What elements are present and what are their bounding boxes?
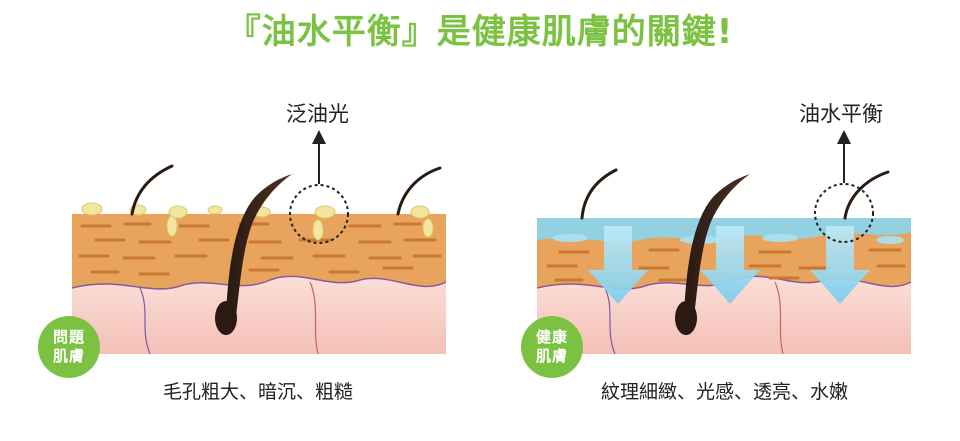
left-cell-pattern — [78, 222, 442, 276]
page-title: 『油水平衡』是健康肌膚的關鍵! — [226, 12, 734, 52]
left-oil-droplets — [81, 202, 434, 241]
right-water-arrows — [588, 226, 870, 304]
left-epidermis — [72, 214, 446, 289]
left-hair-small-2 — [396, 166, 442, 216]
problem-skin-badge-line2: 肌膚 — [52, 347, 85, 365]
healthy-skin-badge-line1: 健康 — [535, 328, 568, 346]
right-skin-panel — [536, 130, 912, 355]
right-callout-circle — [814, 183, 874, 243]
right-hair-large — [684, 174, 750, 316]
left-hair-large — [226, 174, 292, 316]
left-hair-bulb — [215, 301, 237, 335]
right-hair-small-1 — [580, 168, 618, 220]
left-hair-small-1 — [130, 164, 174, 216]
left-skin-panel — [71, 130, 447, 355]
problem-skin-badge: 問題 肌膚 — [38, 316, 100, 378]
healthy-skin-badge-line2: 肌膚 — [535, 347, 568, 365]
left-callout-circle — [289, 184, 349, 244]
left-boundary — [71, 275, 447, 290]
left-callout-label: 泛油光 — [286, 102, 349, 126]
healthy-skin-badge: 健康 肌膚 — [521, 316, 583, 378]
right-caption: 紋理細緻、光感、透亮、水嫩 — [601, 381, 849, 403]
left-caption: 毛孔粗大、暗沉、粗糙 — [163, 381, 354, 403]
right-cell-pattern — [546, 248, 906, 282]
right-hair-bulb — [675, 301, 697, 335]
right-callout-label: 油水平衡 — [799, 102, 883, 126]
problem-skin-badge-line1: 問題 — [52, 328, 85, 346]
right-hair-small-2 — [843, 170, 890, 220]
